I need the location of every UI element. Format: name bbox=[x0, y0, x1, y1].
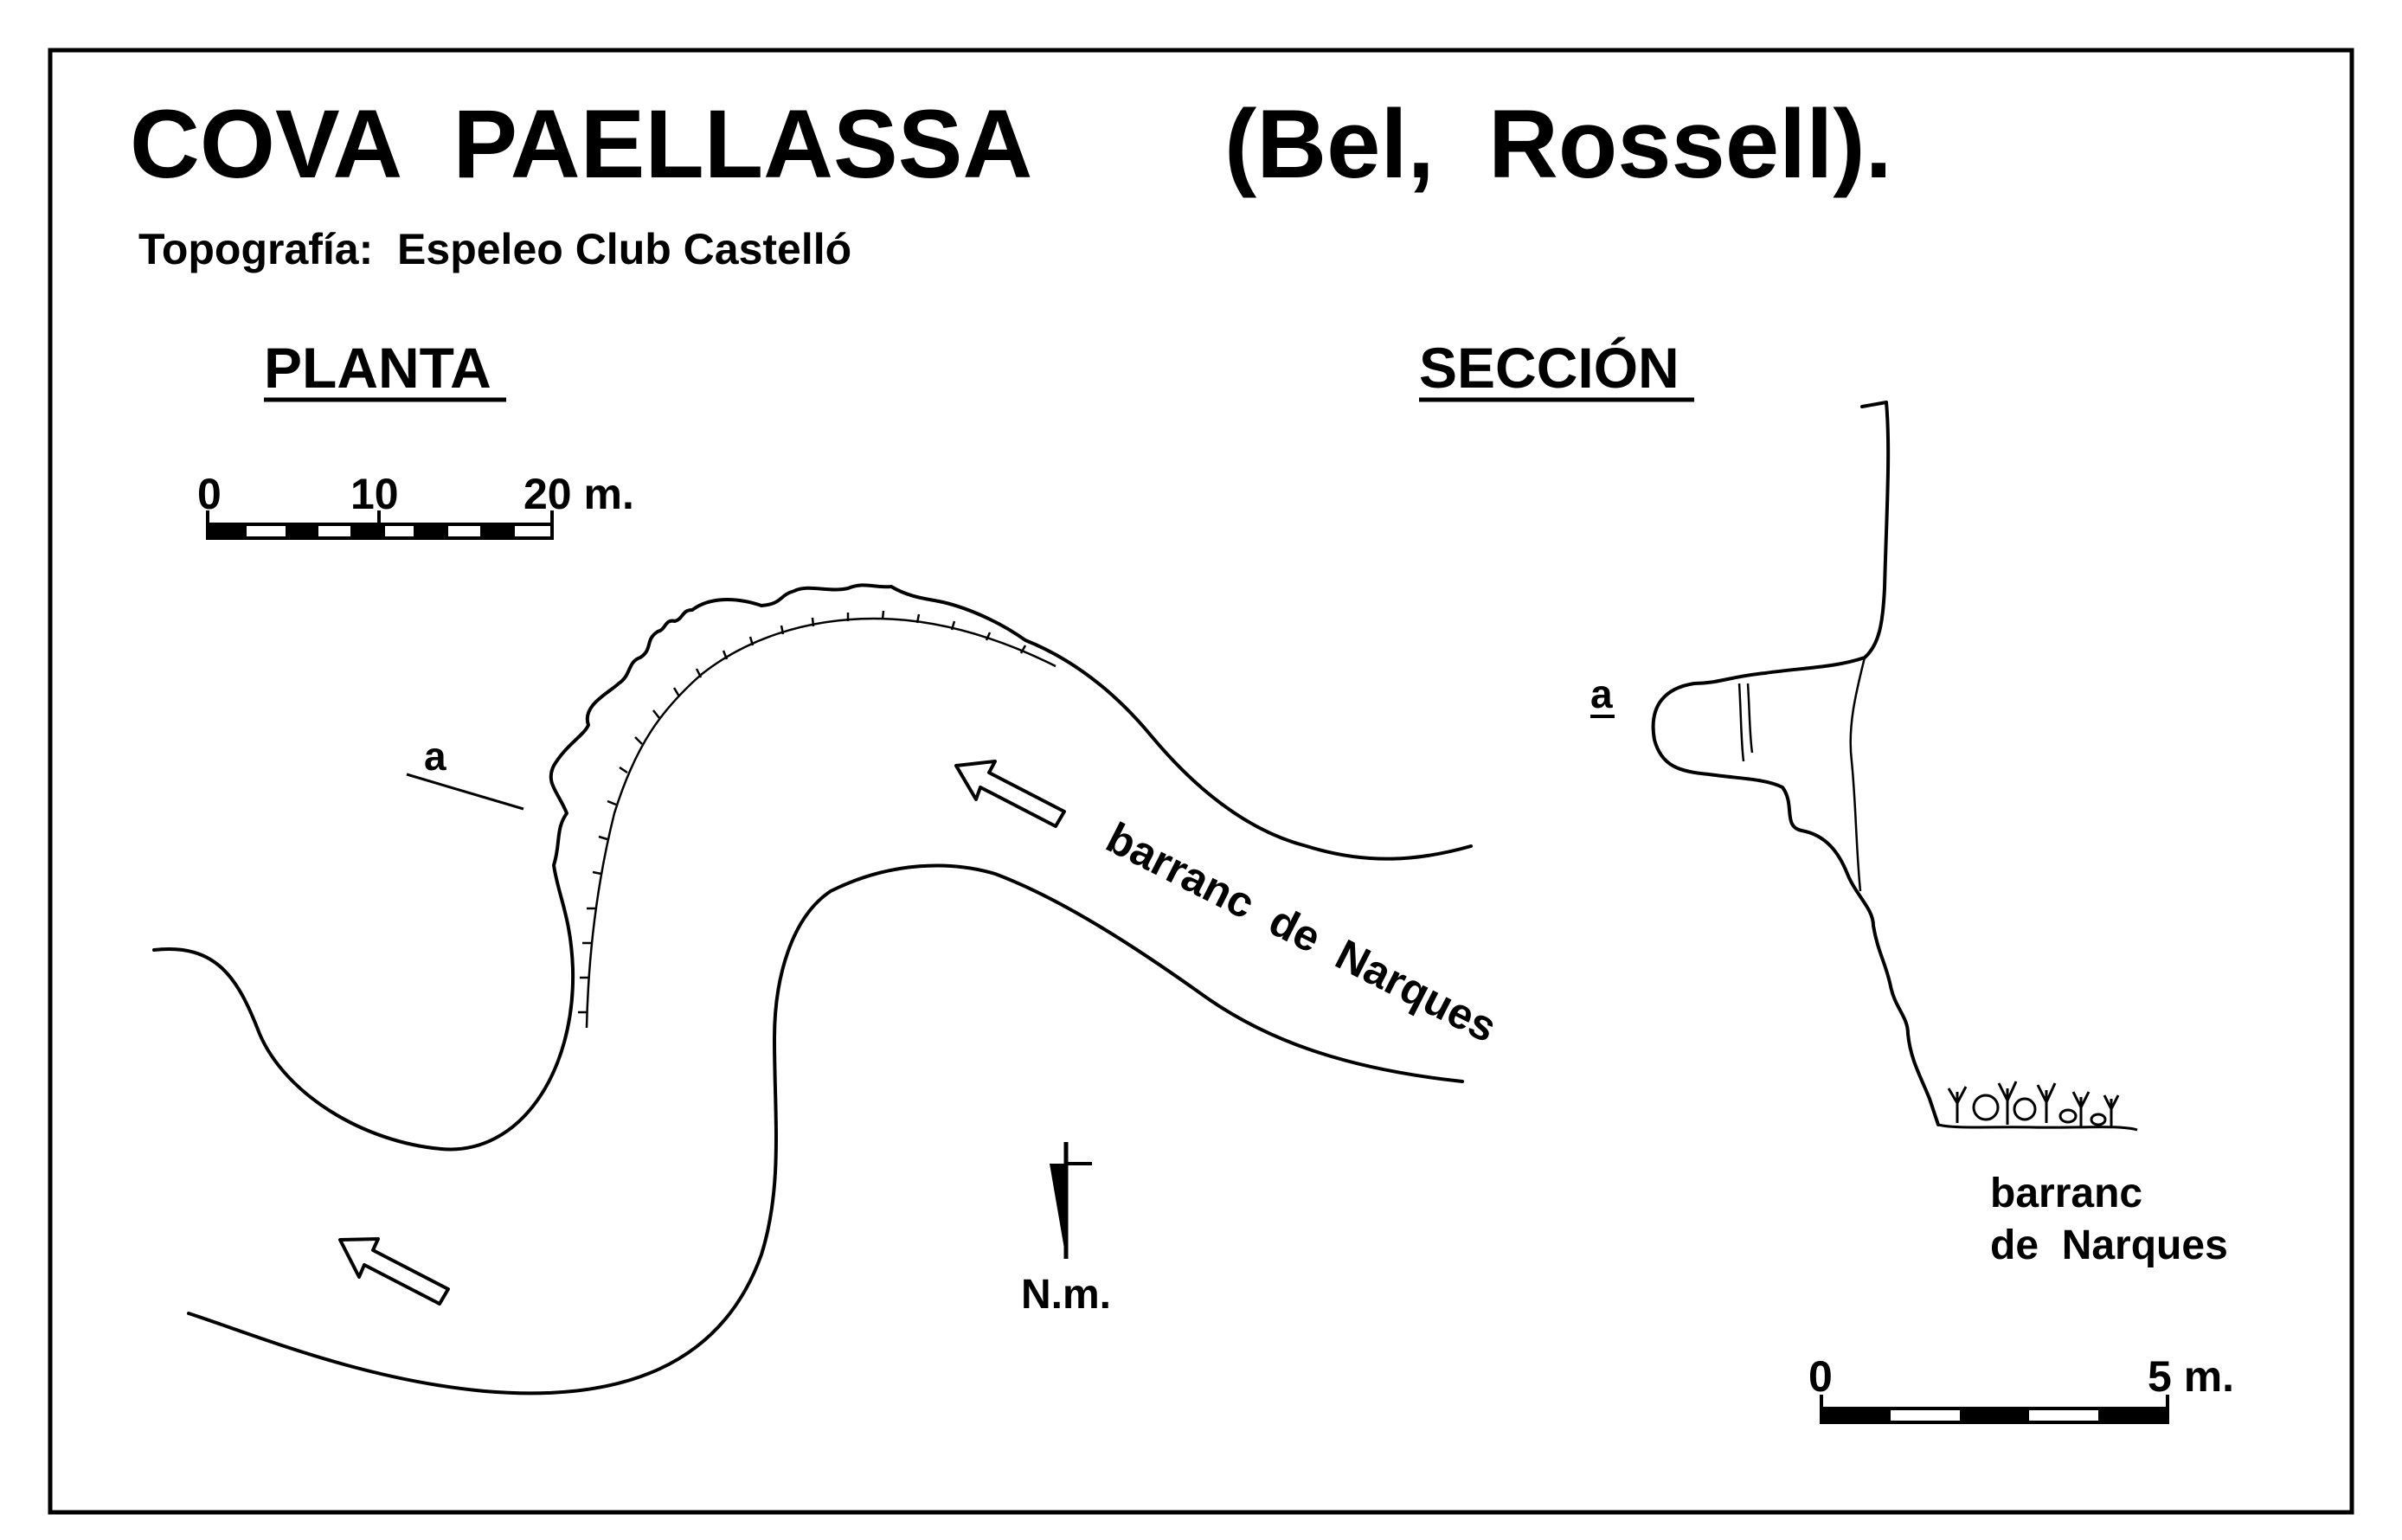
section-view: SECCIÓN a barranc de Narques 0 5 m. bbox=[1419, 336, 2234, 1424]
north-label: N.m. bbox=[1021, 1272, 1111, 1318]
section-inner-line-3 bbox=[1746, 683, 1754, 754]
section-point-a: a bbox=[1590, 671, 1613, 716]
plan-view: PLANTA 0 10 20 m. bbox=[152, 336, 1505, 1396]
plan-scale-10: 10 bbox=[350, 470, 399, 518]
plan-point-a: a bbox=[424, 734, 446, 779]
plan-heading: PLANTA bbox=[264, 336, 491, 400]
section-inner-line-2 bbox=[1849, 657, 1866, 892]
ravine-floor bbox=[1937, 1081, 2138, 1132]
section-scale-0: 0 bbox=[1808, 1352, 1833, 1401]
plan-scale-20: 20 m. bbox=[523, 470, 634, 518]
flow-arrow-upper-shape bbox=[954, 760, 1066, 828]
cave-wall-line bbox=[585, 617, 1056, 1029]
ravine-bank-upper bbox=[152, 583, 1473, 1152]
page-border bbox=[48, 48, 2354, 1515]
section-stream-label-1: barranc bbox=[1990, 1171, 2142, 1216]
section-inner-line-1 bbox=[1737, 683, 1745, 762]
section-scale-5: 5 m. bbox=[2148, 1352, 2234, 1401]
title-location: (Bel, Rossell). bbox=[1224, 90, 1892, 198]
credit: Topografía: Espeleo Club Castelló bbox=[138, 225, 851, 273]
section-stream-label-2: de Narques bbox=[1990, 1222, 2228, 1268]
ravine-bank-lower bbox=[187, 863, 1464, 1396]
section-line-a bbox=[406, 773, 524, 811]
section-heading: SECCIÓN bbox=[1419, 336, 1679, 400]
flow-arrow-lower-shape bbox=[338, 1237, 450, 1306]
title-main: COVA PAELLASSA bbox=[130, 90, 1032, 198]
plan-stream-label: barranc de Narques bbox=[1099, 813, 1505, 1052]
cave-wall-ticks bbox=[578, 610, 1027, 1014]
section-scale-bar: 0 5 m. bbox=[1808, 1352, 2234, 1424]
north-arrow-icon bbox=[1050, 1142, 1092, 1259]
plan-scale-0: 0 bbox=[197, 470, 222, 518]
section-profile bbox=[1651, 401, 1940, 1126]
plan-scale-bar: 0 10 20 m. bbox=[197, 470, 634, 540]
